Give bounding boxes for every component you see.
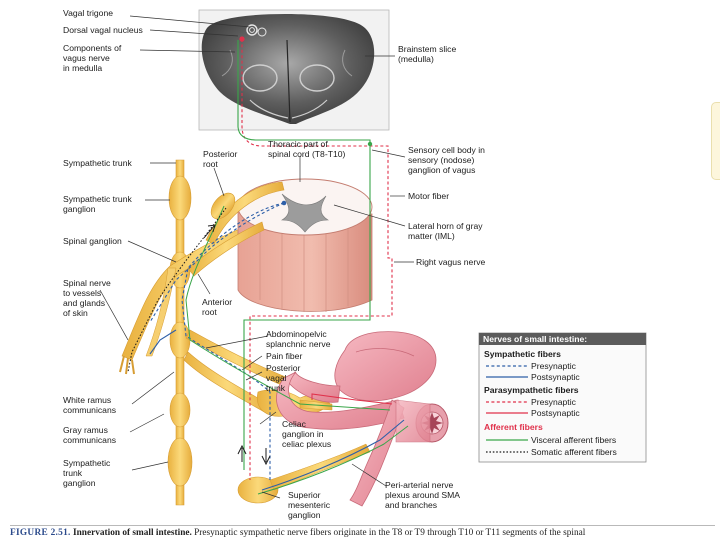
figure-title: Innervation of small intestine. — [73, 528, 192, 538]
label-superior-mesenteric-1: Superior — [288, 490, 321, 500]
sma-afferent-fiber — [257, 425, 409, 495]
label-sensory-2: sensory (nodose) — [408, 155, 475, 165]
somatic-afferent-fiber — [127, 207, 227, 373]
label-trunk-ganglion-2: ganglion — [63, 204, 96, 214]
label-lateral-horn-2: matter (IML) — [408, 231, 455, 241]
label-spinal-nerve-3: and glands — [63, 298, 105, 308]
label-sensory-1: Sensory cell body in — [408, 145, 485, 155]
label-periarterial-3: and branches — [385, 500, 437, 510]
legend-parasympathetic-post: Postsynaptic — [531, 408, 580, 418]
label-symp-trunk-ganglion-1: Sympathetic — [63, 458, 111, 468]
sympathetic-postsynaptic-fiber — [261, 419, 405, 491]
legend-sympathetic-pre: Presynaptic — [531, 361, 577, 371]
legend-somatic-afferent: Somatic afferent fibers — [531, 447, 617, 457]
fiber-paths — [127, 39, 409, 495]
label-spinal-nerve-2: to vessels — [63, 288, 101, 298]
figure-caption: FIGURE 2.51. Innervation of small intest… — [10, 525, 715, 542]
label-brainstem-2: (medulla) — [398, 54, 434, 64]
legend-visceral-afferent: Visceral afferent fibers — [531, 435, 616, 445]
small-intestine — [276, 371, 449, 507]
label-posterior-vagal-3: trunk — [266, 383, 286, 393]
label-sensory-3: ganglion of vagus — [408, 165, 475, 175]
sympathetic-presynaptic-fiber-skin — [149, 202, 285, 323]
label-posterior-root-1: Posterior — [203, 149, 238, 159]
label-anterior-root-2: root — [202, 307, 217, 317]
label-posterior-root-2: root — [203, 159, 218, 169]
legend-parasympathetic-heading: Parasympathetic fibers — [484, 385, 579, 395]
label-periarterial-1: Peri-arterial nerve — [385, 480, 454, 490]
label-anterior-root-1: Anterior — [202, 297, 232, 307]
label-abdominopelvic-1: Abdominopelvic — [266, 329, 327, 339]
stomach — [334, 331, 437, 402]
label-spinal-ganglion: Spinal ganglion — [63, 236, 122, 246]
label-lateral-horn-1: Lateral horn of gray — [408, 221, 483, 231]
up-arrow-icon — [237, 444, 247, 462]
label-motor-fiber: Motor fiber — [408, 191, 449, 201]
label-posterior-vagal-1: Posterior — [266, 363, 301, 373]
legend: Nerves of small intestine: Sympathetic f… — [478, 332, 647, 463]
legend-sympathetic-post: Postsynaptic — [531, 372, 580, 382]
spinal-roots — [187, 181, 285, 277]
sympathetic-presynaptic-fiber — [181, 202, 285, 480]
label-thoracic-1: Thoracic part of — [268, 139, 328, 149]
label-celiac-3: celiac plexus — [282, 439, 331, 449]
splanchnic-afferent-fiber — [185, 205, 391, 411]
label-thoracic-2: spinal cord (T8-T10) — [268, 149, 346, 159]
label-sympathetic-trunk: Sympathetic trunk — [63, 158, 132, 168]
label-spinal-nerve-4: of skin — [63, 308, 88, 318]
label-periarterial-2: plexus around SMA — [385, 490, 460, 500]
label-components-2: vagus nerve — [63, 53, 110, 63]
label-spinal-nerve-1: Spinal nerve — [63, 278, 111, 288]
label-components-1: Components of — [63, 43, 122, 53]
side-tab[interactable] — [711, 102, 720, 180]
thoracic-spinal-cord — [237, 178, 373, 312]
down-arrow-icon — [261, 448, 271, 466]
vagal-afferent-fiber — [237, 40, 371, 470]
label-gray-ramus-1: Gray ramus — [63, 425, 108, 435]
brainstem-slice — [198, 9, 390, 131]
label-trunk-ganglion-1: Sympathetic trunk — [63, 194, 132, 204]
label-superior-mesenteric-2: mesenteric — [288, 500, 331, 510]
figure-number: FIGURE 2.51. — [10, 528, 71, 538]
label-pain-fiber: Pain fiber — [266, 351, 302, 361]
parasympathetic-postsynaptic-fiber — [311, 393, 393, 405]
label-abdominopelvic-2: splanchnic nerve — [266, 339, 331, 349]
label-gray-ramus-2: communicans — [63, 435, 116, 445]
legend-parasympathetic-pre: Presynaptic — [531, 397, 577, 407]
label-posterior-vagal-2: vagal — [266, 373, 287, 383]
diagram-labels: Vagal trigone Dorsal vagal nucleus Compo… — [63, 8, 485, 520]
figure-caption-text: Presynaptic sympathetic nerve fibers ori… — [194, 528, 586, 538]
label-celiac-2: ganglion in — [282, 429, 324, 439]
arrow-icon — [203, 224, 216, 239]
label-white-ramus-1: White ramus — [63, 395, 111, 405]
label-symp-trunk-ganglion-2: trunk — [63, 468, 83, 478]
label-components-3: in medulla — [63, 63, 102, 73]
sympathetic-postsynaptic-fiber-skin — [149, 329, 177, 355]
legend-sympathetic-heading: Sympathetic fibers — [484, 349, 561, 359]
label-vagal-trigone: Vagal trigone — [63, 8, 113, 18]
leader-lines — [99, 15, 414, 499]
label-celiac-1: Celiac — [282, 419, 307, 429]
label-white-ramus-2: communicans — [63, 405, 116, 415]
label-right-vagus: Right vagus nerve — [416, 257, 485, 267]
label-brainstem-1: Brainstem slice — [398, 44, 456, 54]
legend-afferent-heading: Afferent fibers — [484, 422, 543, 432]
label-symp-trunk-ganglion-3: ganglion — [63, 478, 96, 488]
legend-title: Nerves of small intestine: — [483, 334, 587, 344]
label-dorsal-vagal-nucleus: Dorsal vagal nucleus — [63, 25, 143, 35]
label-superior-mesenteric-3: ganglion — [288, 510, 321, 520]
nodose-ganglion-cell-body — [367, 141, 373, 147]
